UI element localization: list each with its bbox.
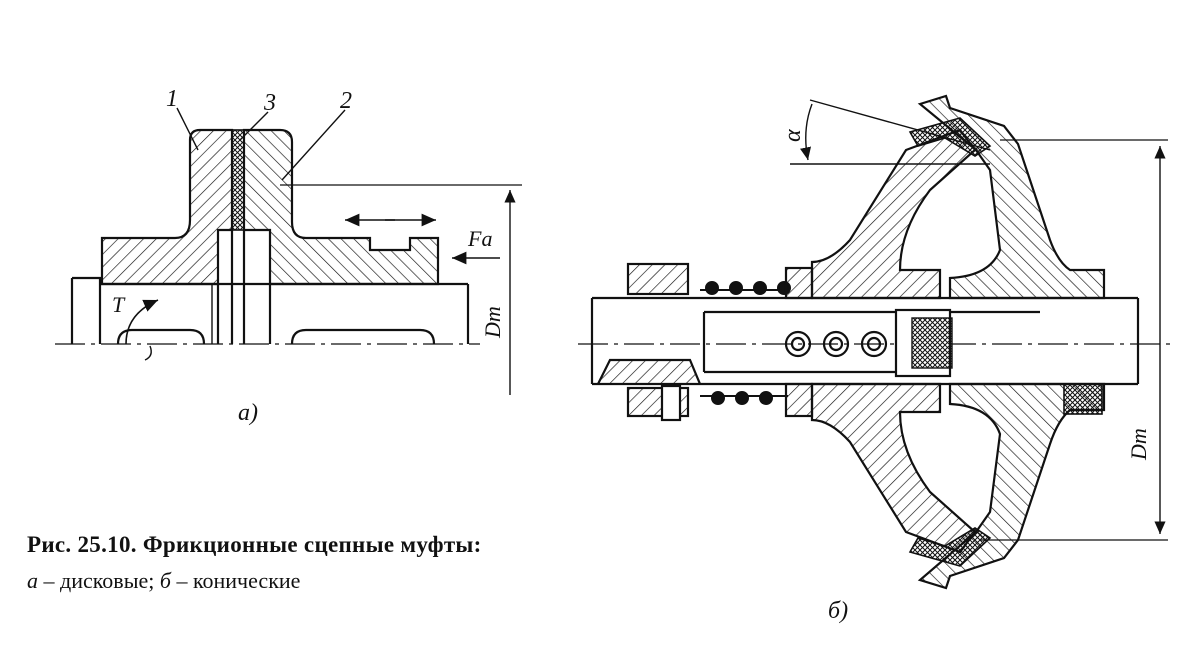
- disc-clutch-view: [55, 107, 522, 395]
- collar-top: [626, 262, 690, 296]
- label-dm-b: Dm: [1126, 428, 1151, 461]
- caption-item-b-text: – конические: [170, 568, 301, 593]
- caption-title: Рис. 25.10. Фрикционные сцепные муфты:: [27, 532, 482, 557]
- half-coupling-2: [242, 128, 440, 286]
- outer-cone: [917, 94, 1106, 300]
- friction-lining-3: [231, 129, 245, 231]
- spring: [700, 281, 791, 405]
- half-coupling-1: [100, 128, 234, 286]
- label-torque: T: [112, 292, 126, 317]
- caption-item-b-letter: б: [159, 568, 171, 593]
- label-angle-alpha: α: [780, 129, 806, 142]
- cone-lining-bottom: [908, 527, 992, 567]
- caption-item-a-text: – дисковые;: [38, 568, 160, 593]
- caption-item-a-letter: а: [27, 568, 38, 593]
- figure-caption: Рис. 25.10. Фрикционные сцепные муфты: а…: [27, 532, 647, 594]
- sublabel-b: б): [828, 598, 848, 624]
- label-dm-a: Dm: [480, 306, 505, 339]
- label-part-2: 2: [340, 88, 352, 114]
- label-part-1: 1: [166, 86, 178, 112]
- label-part-3: 3: [263, 90, 276, 116]
- label-axial-force: Fa: [467, 226, 492, 251]
- sublabel-a: a): [238, 400, 258, 426]
- caption-legend: а – дисковые; б – конические: [27, 568, 647, 594]
- cone-clutch-view: [578, 94, 1170, 590]
- cone-lining-top: [908, 117, 992, 157]
- inner-cone: [810, 128, 977, 300]
